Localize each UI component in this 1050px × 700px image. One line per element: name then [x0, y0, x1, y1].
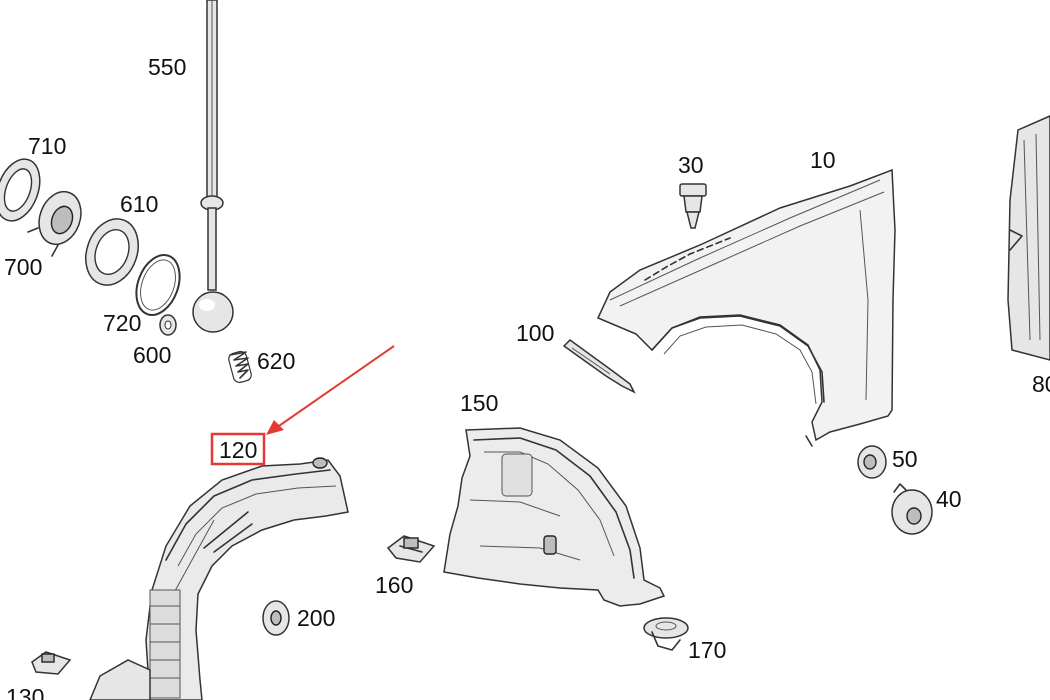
- label-160: 160: [375, 572, 413, 598]
- label-720: 720: [103, 310, 141, 336]
- part-10-fender[interactable]: [596, 168, 896, 447]
- highlight-box-120: [210, 432, 266, 466]
- part-100-strip[interactable]: [562, 339, 636, 394]
- part-700-hub[interactable]: [27, 186, 88, 257]
- part-40-bolt[interactable]: [891, 483, 933, 535]
- part-550-antenna[interactable]: [192, 0, 234, 333]
- part-200-screw[interactable]: [262, 600, 290, 636]
- part-720-gasket[interactable]: [129, 249, 188, 321]
- part-30-bolt[interactable]: [679, 183, 707, 229]
- label-10: 10: [810, 147, 836, 173]
- label-600: 600: [133, 342, 171, 368]
- label-50: 50: [892, 446, 918, 472]
- label-610: 610: [120, 191, 158, 217]
- label-120: 120: [219, 437, 257, 463]
- label-550: 550: [148, 54, 186, 80]
- part-130-clip[interactable]: [31, 651, 72, 675]
- label-30: 30: [678, 152, 704, 178]
- label-170: 170: [688, 637, 726, 663]
- part-50-washer[interactable]: [857, 445, 887, 479]
- label-200: 200: [297, 605, 335, 631]
- highlight-arrow: [266, 345, 395, 435]
- part-120-wheel-liner[interactable]: [89, 457, 349, 700]
- part-620-spring[interactable]: [227, 350, 252, 384]
- label-620: 620: [257, 348, 295, 374]
- label-40: 40: [936, 486, 962, 512]
- part-610-ring[interactable]: [77, 211, 147, 292]
- part-80-pillar[interactable]: [1007, 115, 1050, 361]
- part-160-clip[interactable]: [386, 535, 436, 563]
- label-700: 700: [4, 254, 42, 280]
- label-150: 150: [460, 390, 498, 416]
- part-600-nut[interactable]: [159, 314, 177, 336]
- part-150-liner[interactable]: [443, 427, 666, 607]
- label-130: 130: [6, 684, 44, 700]
- part-710-ring[interactable]: [0, 153, 48, 227]
- label-80: 80: [1032, 371, 1050, 397]
- part-170-clip[interactable]: [643, 617, 689, 651]
- label-100: 100: [516, 320, 554, 346]
- label-710: 710: [28, 133, 66, 159]
